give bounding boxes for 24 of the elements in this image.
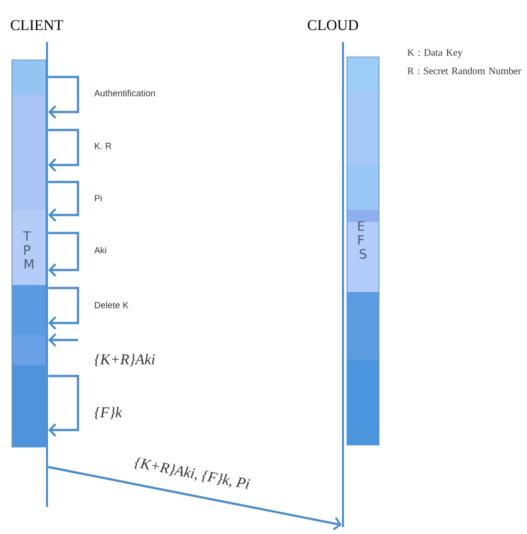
- edge-label: K. R: [94, 142, 112, 150]
- edge-label: Delete K: [94, 302, 128, 308]
- lifeline: [342, 42, 344, 527]
- message-arrow: [48, 466, 342, 530]
- self-arrow: [48, 232, 80, 277]
- edge-label: Authentification: [94, 90, 155, 96]
- self-arrow: [48, 180, 80, 222]
- edge-label: {F}k: [94, 406, 122, 420]
- self-arrow: [48, 128, 80, 172]
- edge-label: {K+R}Aki, {F}k, Pi: [134, 458, 250, 489]
- component-bar: EFS: [346, 56, 380, 446]
- self-arrow: [48, 286, 80, 330]
- edge-label: Pi: [94, 194, 102, 202]
- lifeline-title: CLIENT: [10, 20, 64, 30]
- legend-note: K : Data Key: [407, 49, 462, 58]
- edge-label: {K+R}Aki: [94, 354, 155, 366]
- arrow: [48, 333, 78, 347]
- self-arrow: [48, 374, 80, 437]
- edge-label: Aki: [94, 246, 106, 254]
- lifeline: [46, 42, 48, 507]
- self-arrow: [48, 76, 80, 119]
- component-bar: TPM: [12, 60, 46, 448]
- lifeline-title: CLOUD: [308, 20, 358, 30]
- legend-note: R : Secret Random Number: [407, 67, 522, 74]
